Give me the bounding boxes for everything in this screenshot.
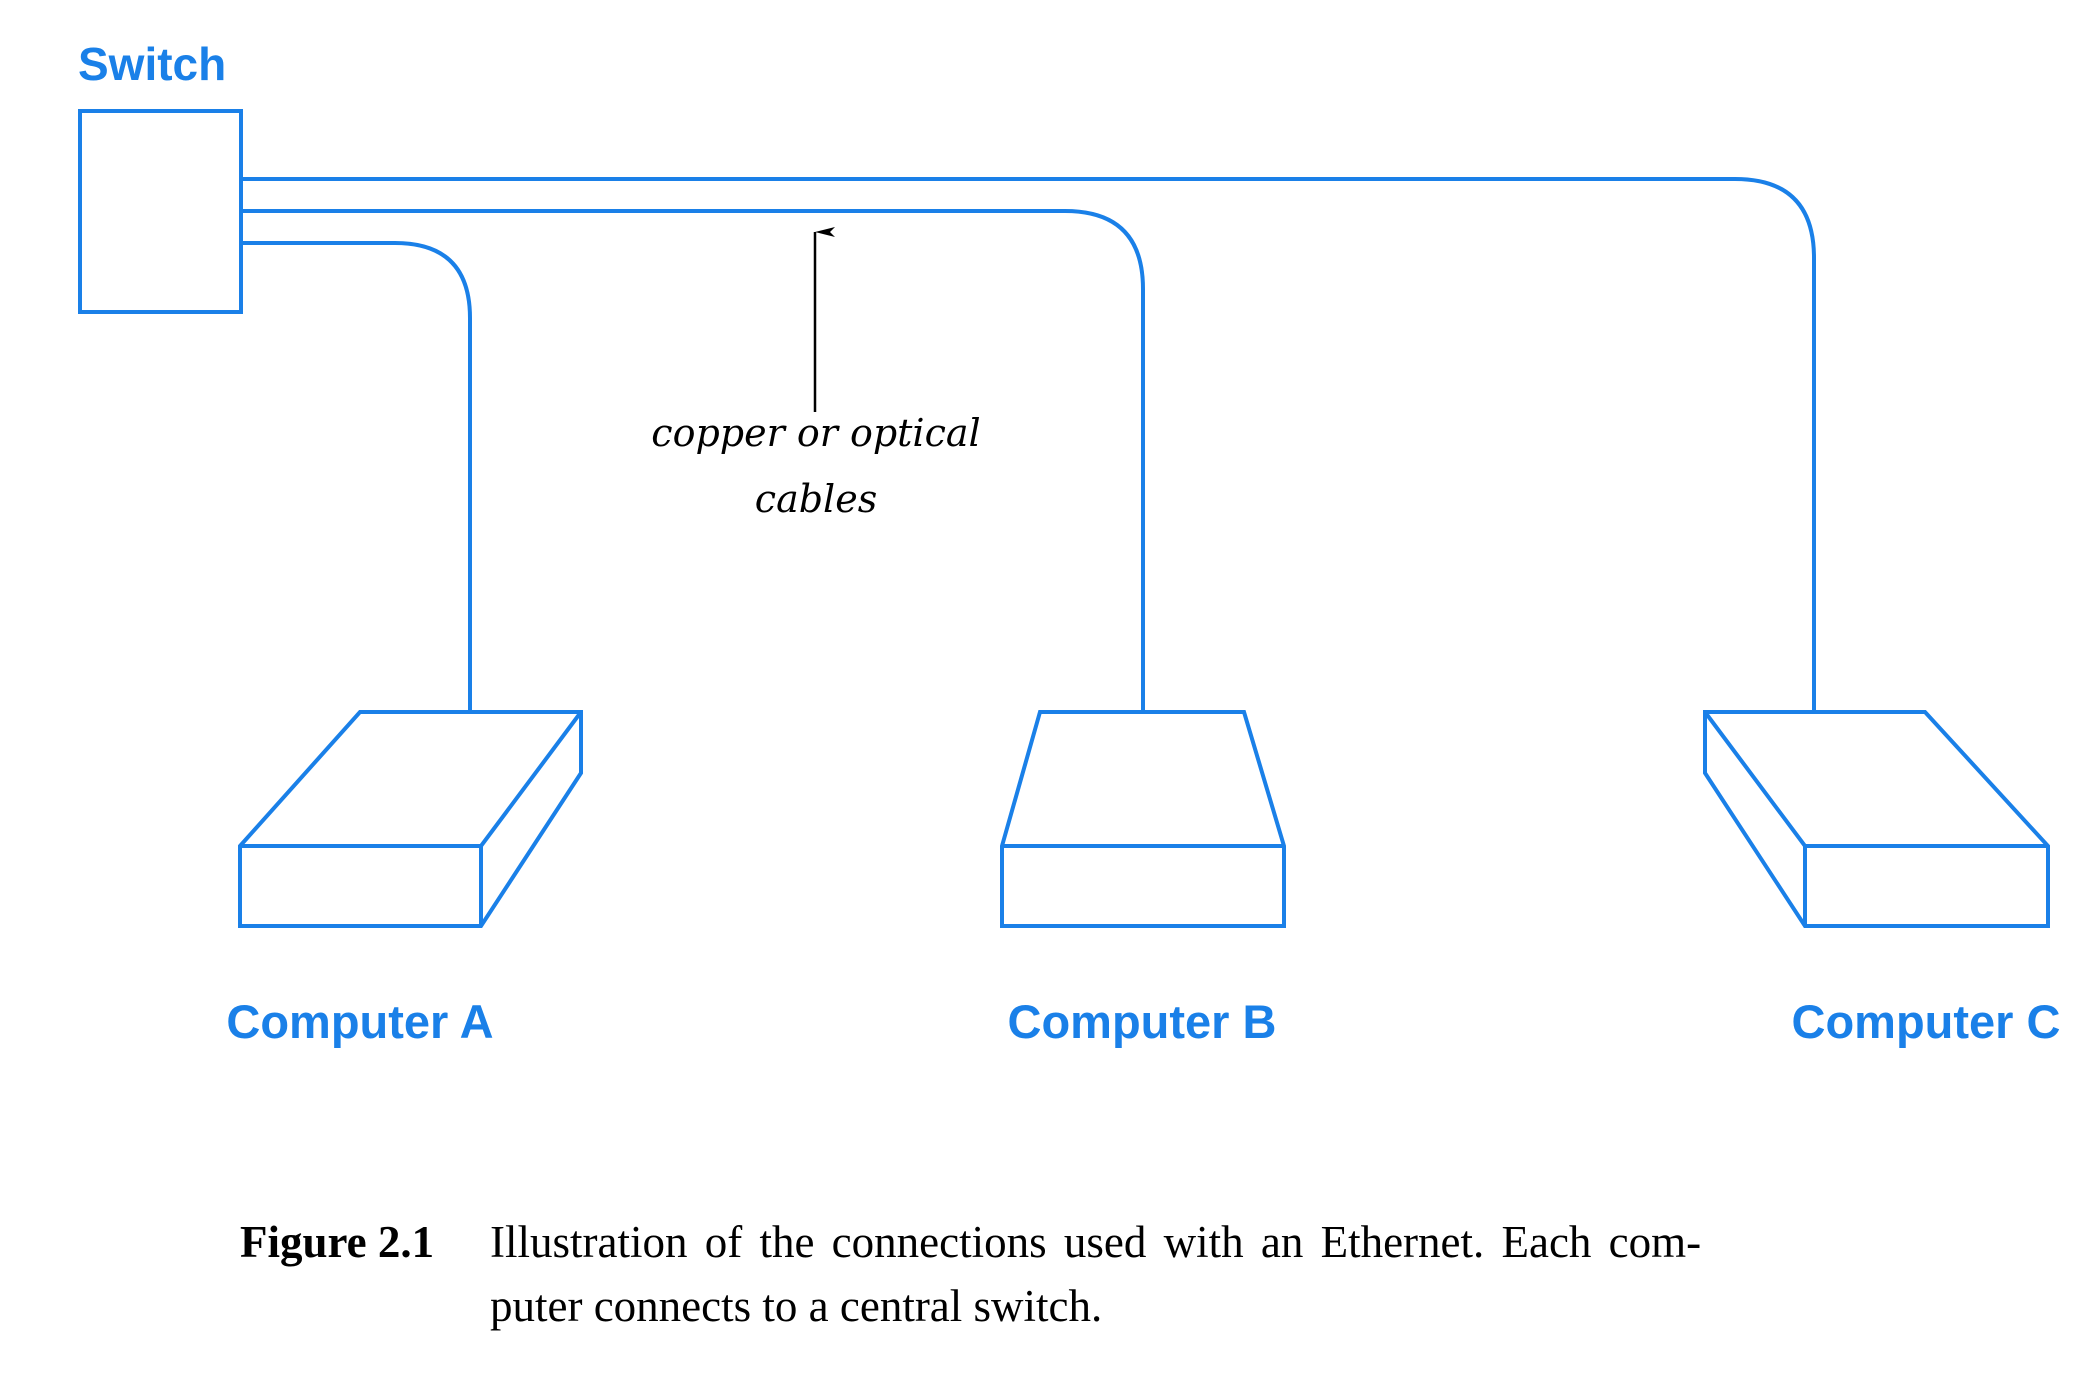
annotation-line-1: copper or optical (651, 411, 980, 455)
switch-label: Switch (78, 38, 226, 90)
computer-a: Computer A (226, 710, 583, 1048)
computer-b: Computer B (1000, 710, 1286, 1048)
computer-box-icon (238, 710, 583, 928)
computer-label: Computer A (226, 995, 493, 1048)
annotation-line-2: cables (755, 477, 877, 521)
cable-to-computer-a (241, 241, 472, 712)
computer-label: Computer C (1792, 995, 2061, 1048)
computer-label: Computer B (1008, 995, 1277, 1048)
caption-label: Figure 2.1 (240, 1217, 435, 1267)
caption-text-line-1: Illustration of the connections used wit… (490, 1217, 1702, 1267)
computer-c: Computer C (1703, 710, 2061, 1048)
computer-box-icon (1000, 710, 1286, 928)
caption-text-line-2: puter connects to a central switch. (490, 1281, 1103, 1331)
computer-box-icon (1703, 710, 2050, 928)
cable-to-computer-b (241, 209, 1145, 712)
switch-box-icon (78, 109, 243, 314)
cable-to-computer-c (241, 177, 1816, 712)
